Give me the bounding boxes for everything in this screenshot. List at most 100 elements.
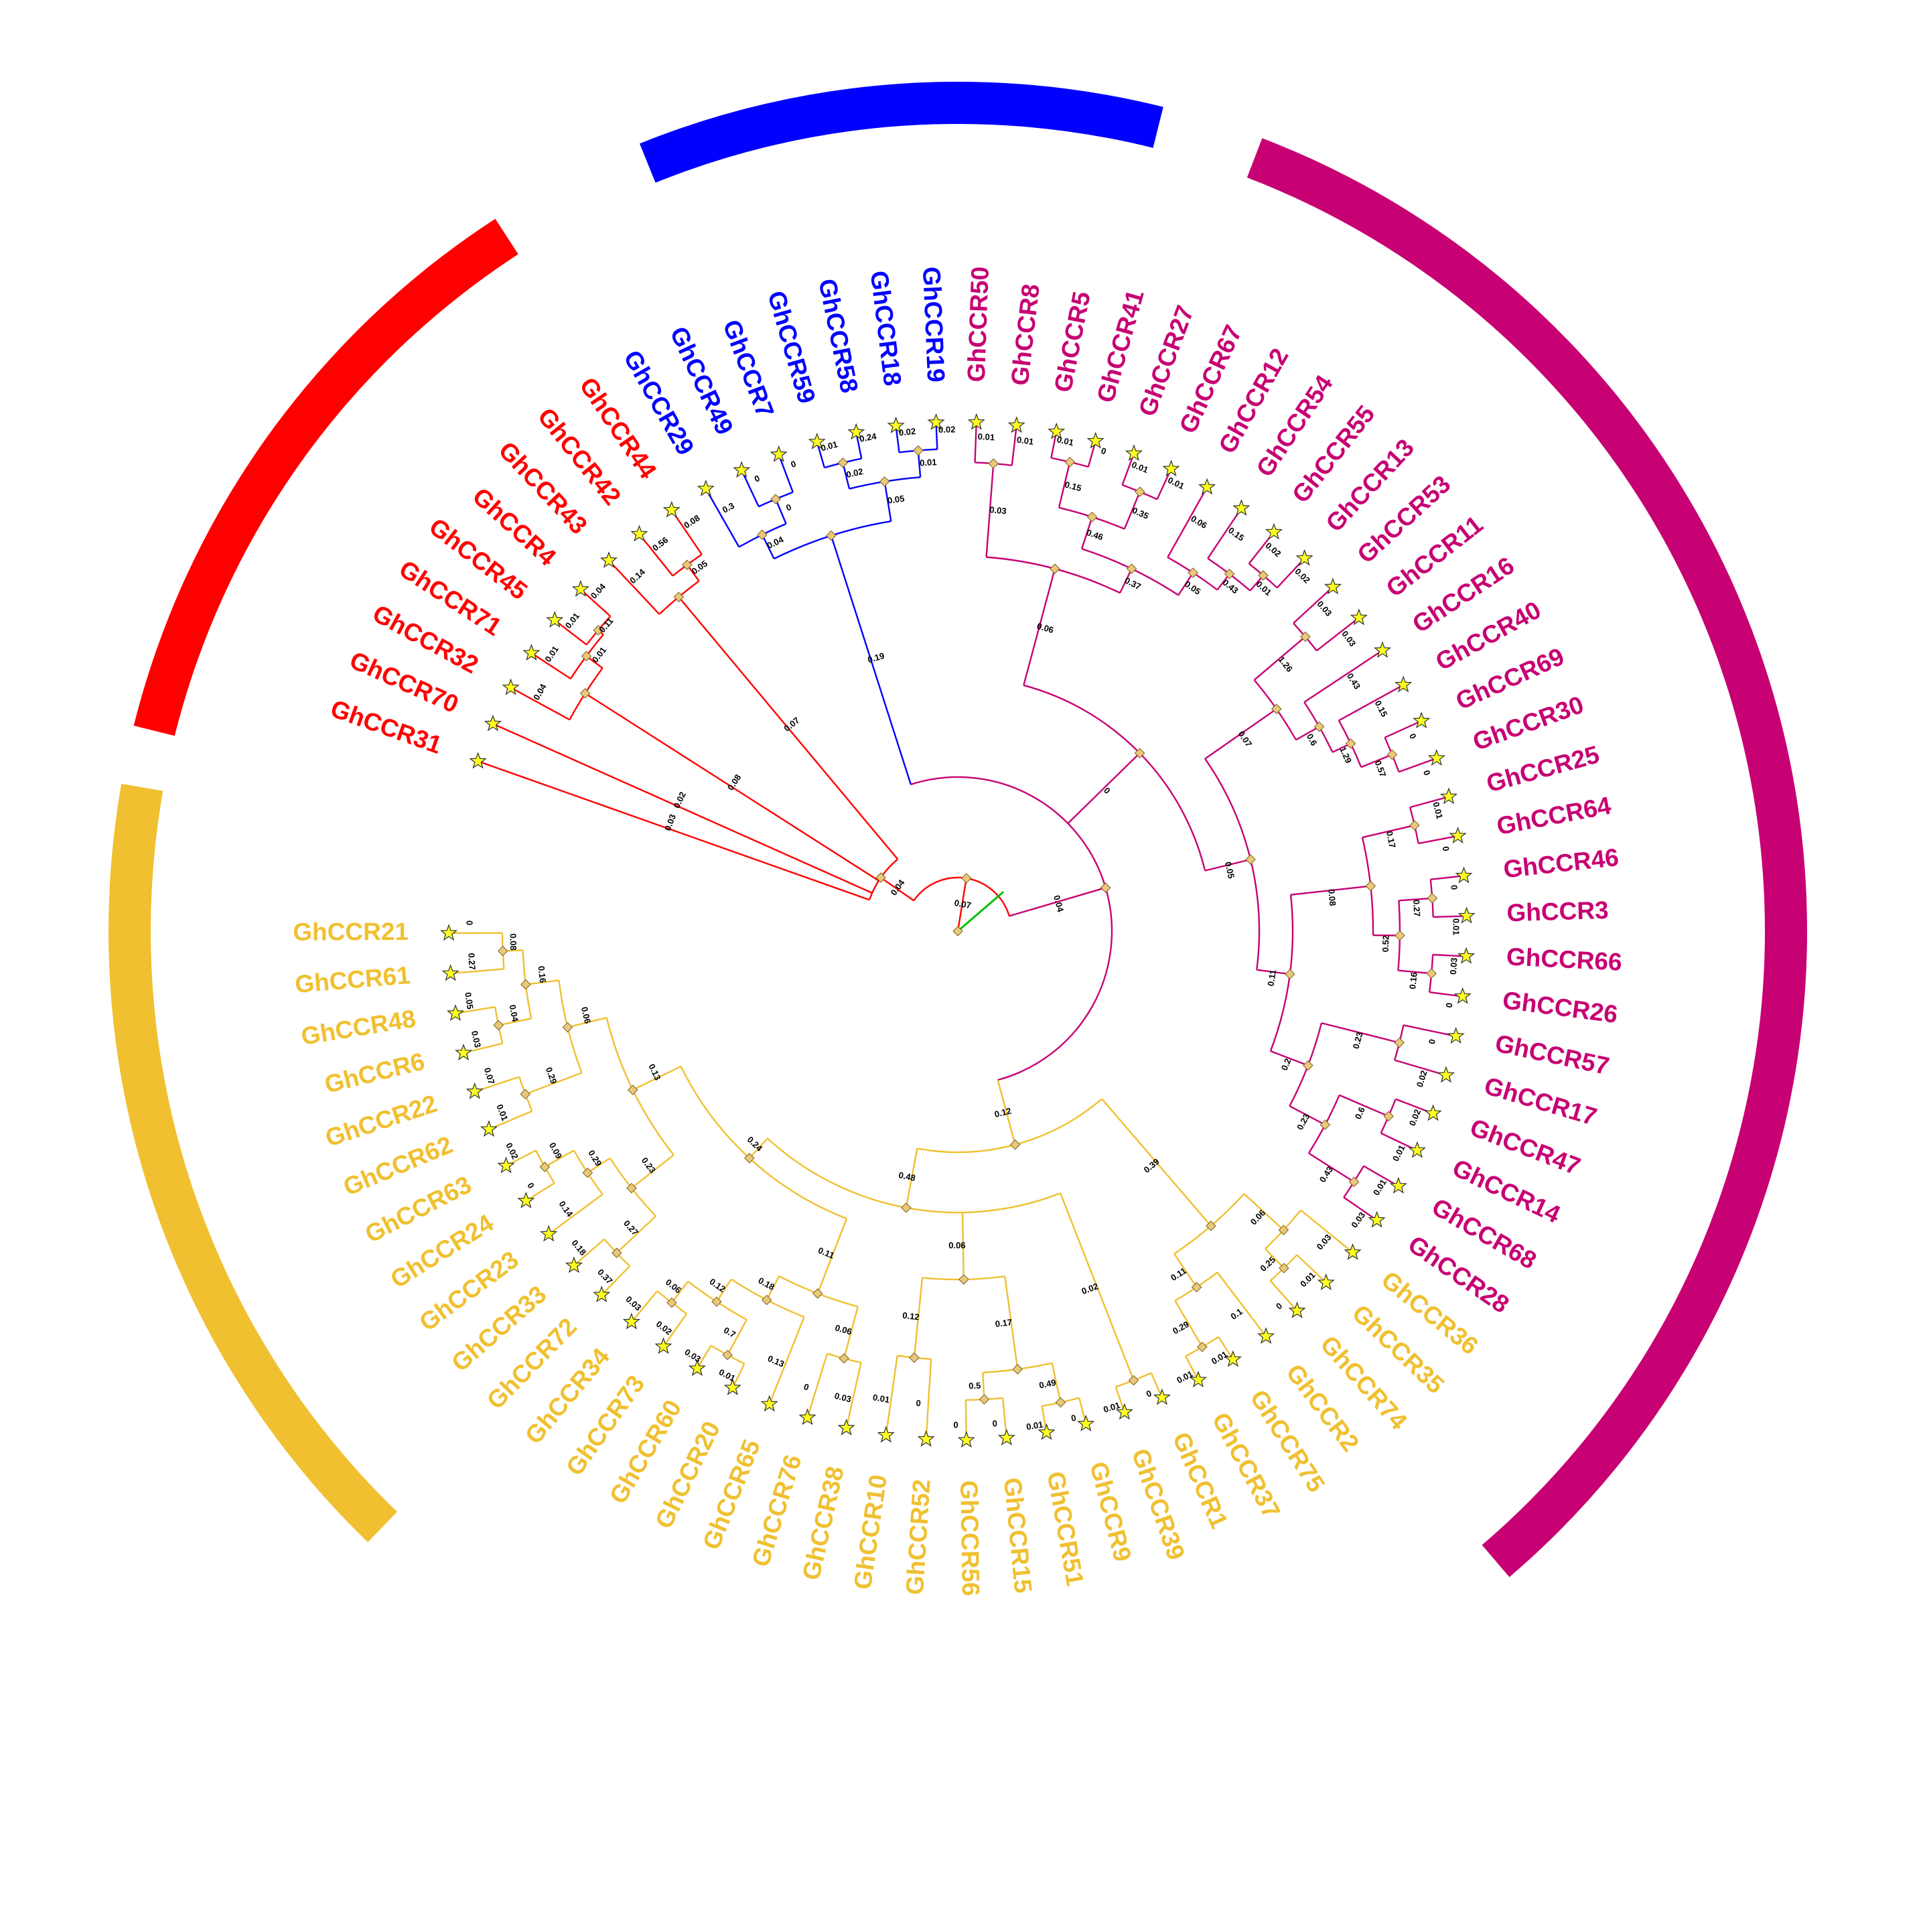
branch-length-label: 0.43 <box>1345 671 1362 691</box>
branch-length-label: 0.03 <box>624 1294 643 1313</box>
branch-length-label: 0.02 <box>672 790 688 810</box>
branch-length-label: 0.06 <box>1248 1208 1267 1227</box>
internal-node-marker <box>1279 1263 1289 1273</box>
leaf-star-icon <box>1048 422 1066 439</box>
branch-length-label: 0.19 <box>867 650 886 665</box>
branch-length-label: 0.02 <box>1263 541 1283 559</box>
leaf-star-icon <box>1125 444 1143 462</box>
branch-line <box>1207 508 1242 559</box>
leaf-label: GhCCR38 <box>797 1464 849 1582</box>
leaf-label: GhCCR21 <box>293 918 409 946</box>
branch-line <box>573 1238 605 1267</box>
branch-length-label: 0.03 <box>1340 629 1358 648</box>
branch-length-label: 0.18 <box>569 1238 588 1257</box>
internal-node-marker <box>673 592 685 602</box>
leaf-star-icon <box>1007 416 1025 433</box>
blue-clade-arc <box>639 82 1163 183</box>
branch-line <box>956 878 967 932</box>
branch-line <box>1343 1196 1378 1221</box>
branch-length-label: 0.13 <box>646 1062 662 1082</box>
internal-node-marker <box>722 1349 733 1361</box>
branch-line <box>1394 1059 1447 1077</box>
internal-node-marker <box>520 1089 531 1100</box>
branch-line <box>1058 462 1071 508</box>
leaf-star-icon <box>1086 431 1104 449</box>
branch-line <box>1067 752 1141 824</box>
branch-line <box>530 652 571 680</box>
branch-length-label: 0.24 <box>745 1134 765 1154</box>
branch-line <box>985 463 995 557</box>
branch-line <box>731 1363 745 1389</box>
leaf-star-icon <box>522 644 541 661</box>
internal-node-marker <box>1285 969 1295 979</box>
leaf-star-icon <box>1224 1350 1242 1367</box>
branch-length-label: 0.27 <box>622 1218 640 1237</box>
internal-node-marker <box>1271 703 1282 715</box>
leaf-label: GhCCR41 <box>1092 287 1149 405</box>
branch-line <box>1362 824 1415 839</box>
branch-length-label: 0 <box>1407 732 1419 741</box>
branch-length-label: 0.15 <box>1226 525 1246 543</box>
branch-line <box>510 687 570 721</box>
branch-arc <box>910 776 1113 1081</box>
branch-length-label: 0 <box>1070 1413 1078 1424</box>
branch-length-label: 0.7 <box>722 1325 737 1340</box>
branch-line <box>974 422 977 463</box>
internal-node-marker <box>770 494 781 504</box>
branch-length-label: 0.03 <box>470 1030 483 1048</box>
branch-length-label: 0.06 <box>834 1322 853 1336</box>
leaf-star-icon <box>997 1428 1015 1446</box>
branch-line <box>1430 875 1464 880</box>
branch-length-label: 0.37 <box>1123 575 1143 592</box>
branch-line <box>1316 617 1360 652</box>
branch-length-label: 0.18 <box>757 1275 776 1292</box>
branch-length-label: 0.1 <box>1228 1306 1244 1322</box>
branch-line <box>935 422 938 450</box>
branch-length-label: 0.01 <box>1102 1400 1121 1415</box>
internal-node-marker <box>1395 930 1405 941</box>
leaf-star-icon <box>565 1256 583 1273</box>
branch-line <box>554 619 587 646</box>
leaf-label: GhCCR58 <box>813 277 863 395</box>
branch-length-label: 0.6 <box>1353 1105 1367 1121</box>
leaf-star-icon <box>1038 1423 1056 1440</box>
leaf-star-icon <box>1447 1027 1465 1044</box>
branch-line <box>1080 516 1093 549</box>
internal-node-marker <box>1427 893 1438 904</box>
branch-length-label: 0.03 <box>989 504 1007 516</box>
branch-line <box>895 425 900 453</box>
internal-node-marker <box>1409 820 1420 831</box>
internal-node-marker <box>1135 486 1145 497</box>
leaf-star-icon <box>1449 827 1467 843</box>
branch-length-label: 0 <box>1100 445 1107 456</box>
leaf-star-icon <box>1389 1176 1407 1194</box>
branch-length-label: 0.49 <box>1038 1377 1057 1391</box>
branch-line <box>1403 1024 1456 1037</box>
branch-line <box>1257 969 1291 975</box>
branch-line <box>1218 1336 1234 1361</box>
branch-line <box>845 1362 862 1428</box>
branch-line <box>1339 1094 1389 1117</box>
branch-line <box>883 481 892 522</box>
branch-length-label: 0 <box>1145 1388 1153 1399</box>
leaf-label: GhCCR46 <box>1502 843 1620 884</box>
branch-line <box>455 1006 496 1014</box>
internal-node-marker <box>711 1296 722 1307</box>
branch-length-label: 0.01 <box>1130 460 1149 475</box>
branch-line <box>1433 953 1467 957</box>
branch-length-label: 0.2 <box>1279 1057 1293 1072</box>
branch-line <box>638 533 674 577</box>
branch-line <box>525 979 559 985</box>
leaf-star-icon <box>654 1337 672 1355</box>
branch-length-label: 0.06 <box>1189 513 1208 531</box>
branch-length-label: 0.37 <box>595 1267 614 1286</box>
branch-length-label: 0.01 <box>1371 1178 1388 1197</box>
branch-length-label: 0.01 <box>1451 918 1461 935</box>
internal-node-marker <box>826 530 837 541</box>
branch-length-label: 0.05 <box>1183 579 1202 597</box>
leaf-star-icon <box>877 1426 895 1443</box>
internal-node-marker <box>812 1288 823 1299</box>
branch-line <box>778 454 794 493</box>
internal-node-marker <box>958 1274 969 1285</box>
